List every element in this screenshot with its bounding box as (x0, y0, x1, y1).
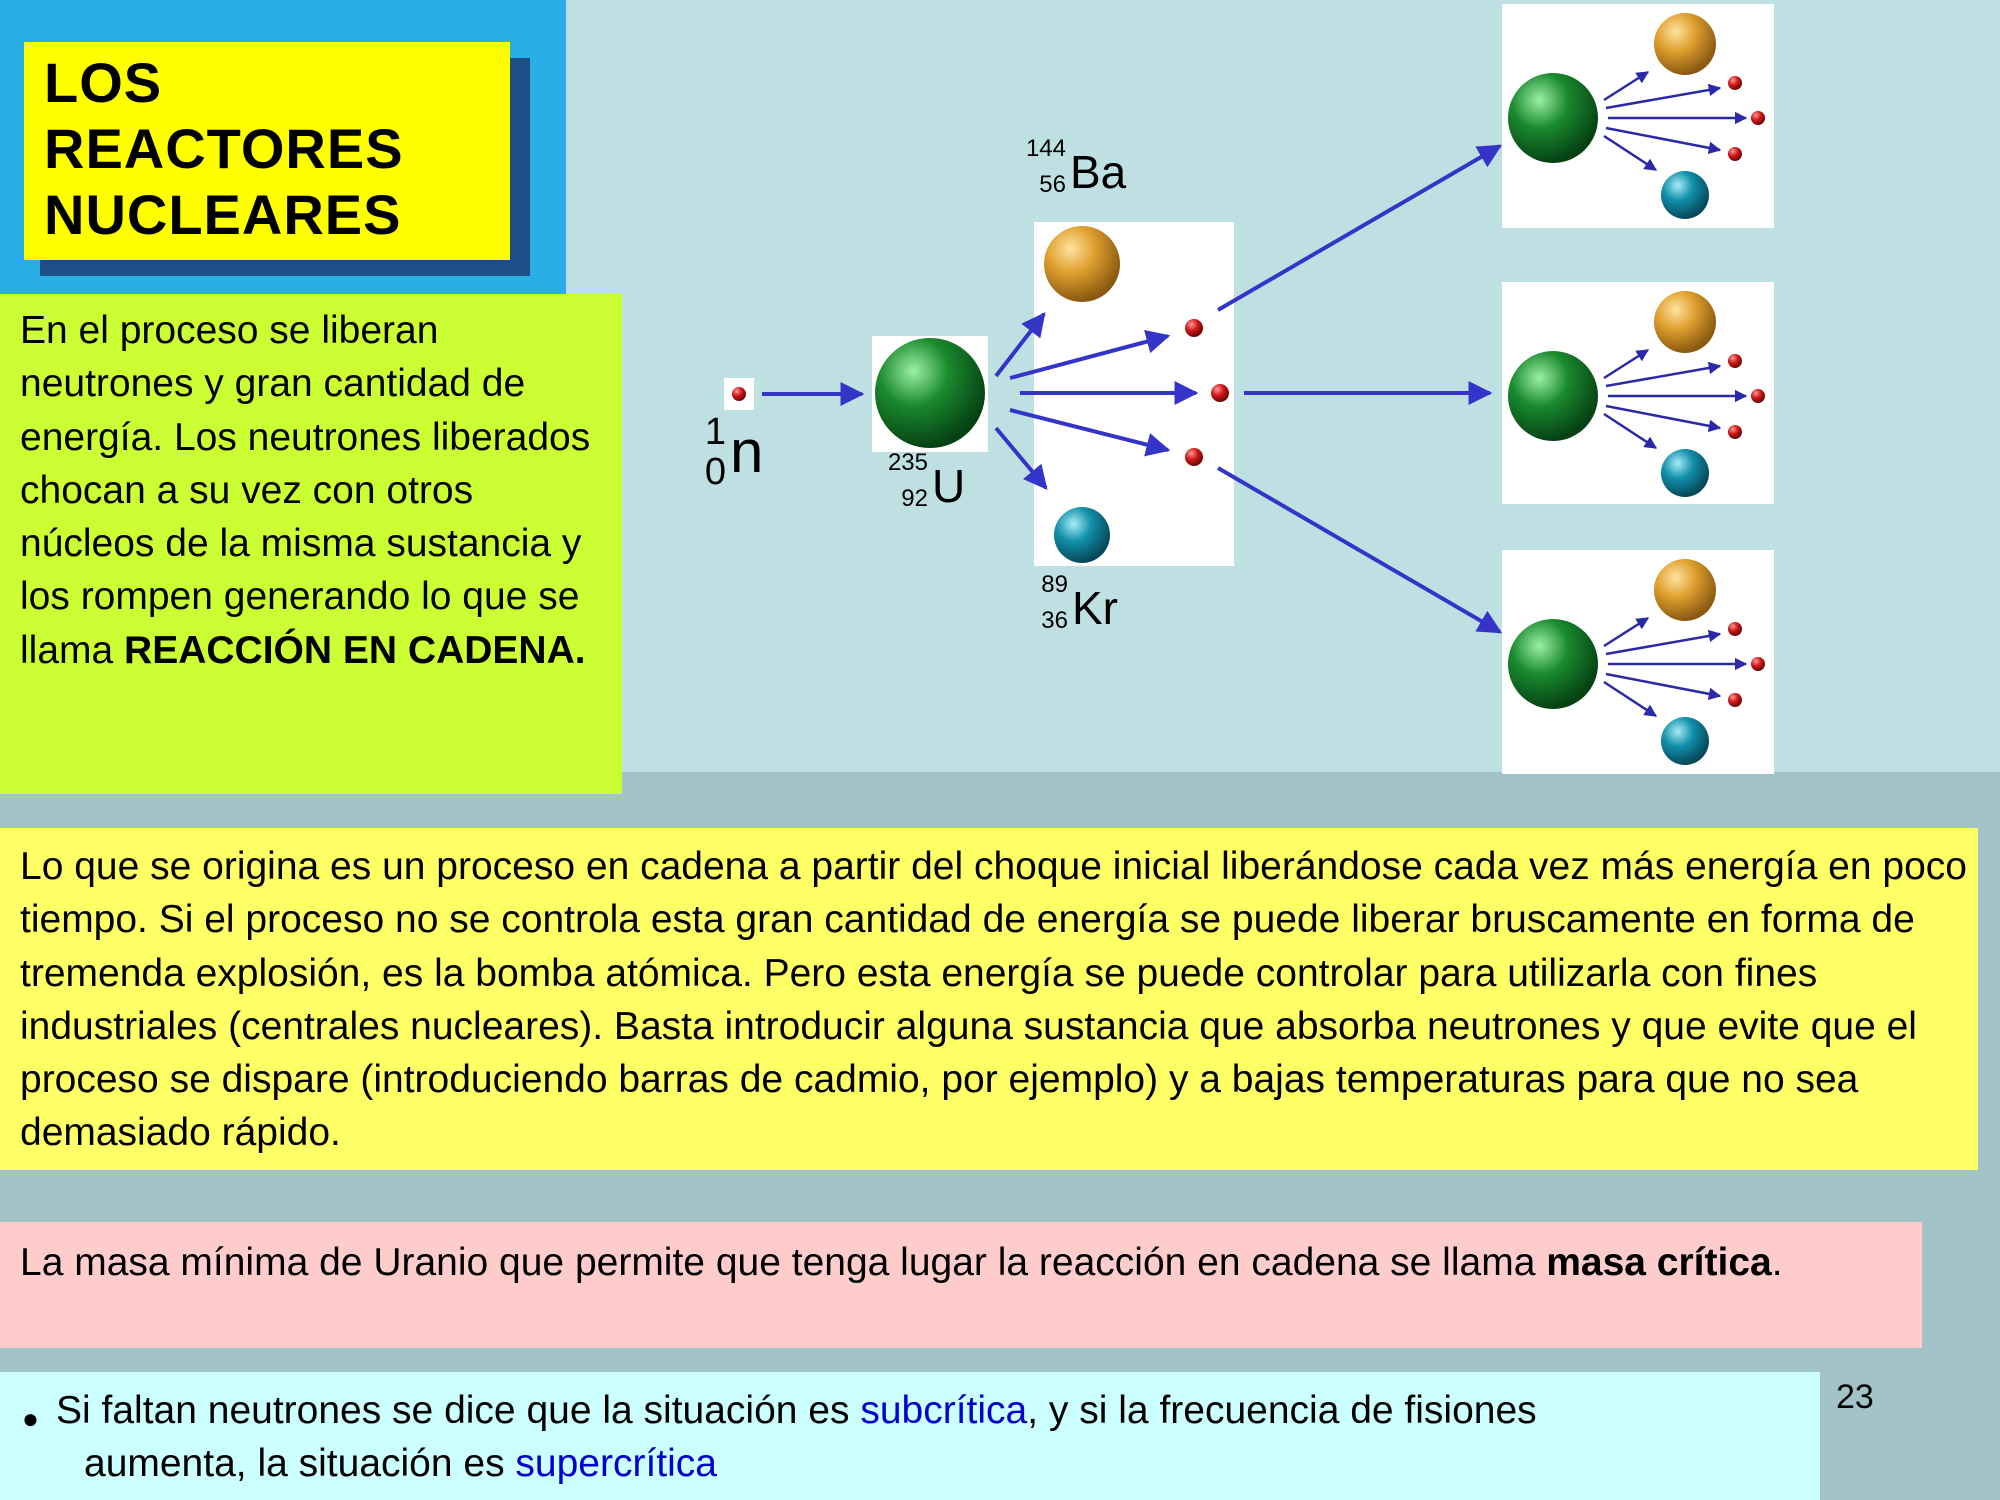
chain-bottom-arrow-ba (1603, 616, 1650, 648)
uranium-atomic-number: 92 (901, 485, 928, 512)
chain-top-arrow-n1 (1605, 83, 1722, 110)
chain-top-barium (1654, 13, 1716, 75)
chain-group-top (1508, 13, 1765, 219)
bullet-part-1: Si faltan neutrones se dice que la situa… (56, 1389, 861, 1432)
uranium-label: 235 92 U (882, 446, 992, 526)
barium-label: 144 56 Ba (1020, 132, 1150, 212)
chain-top-arrow-n3 (1605, 126, 1722, 155)
page-number: 23 (1836, 1378, 1874, 1416)
barium-mass-number: 144 (1025, 135, 1066, 162)
critical-mass-term: masa crítica (1546, 1241, 1772, 1284)
chain-middle-arrow-ba (1603, 348, 1650, 380)
chain-top-krypton (1661, 171, 1709, 219)
title-line-3: NUCLEARES (44, 183, 402, 246)
krypton-atomic-number: 36 (1041, 607, 1068, 634)
neutron-mass-number: 1 (704, 411, 726, 453)
chain-top-neutron-1 (1728, 76, 1742, 90)
chain-middle-arrow-kr (1603, 412, 1658, 450)
chain-bottom-krypton (1661, 717, 1709, 765)
critical-mass-box: La masa mínima de Uranio que permite que… (0, 1222, 1922, 1348)
chain-top-uranium (1508, 73, 1598, 163)
barium-nucleus (1044, 226, 1120, 302)
title-box: LOS REACTORES NUCLEARES (24, 42, 510, 260)
chain-reaction-text: Lo que se origina es un proceso en caden… (20, 845, 1967, 1155)
chain-middle-uranium (1508, 351, 1598, 441)
chain-top-neutron-3 (1728, 147, 1742, 161)
chain-bottom-neutron-2 (1751, 657, 1765, 671)
arrow-to-barium (994, 312, 1046, 378)
krypton-label: 89 36 Kr (1022, 568, 1152, 648)
chain-middle-arrow-n3 (1605, 404, 1722, 433)
released-neutron-1 (1185, 319, 1203, 337)
critical-mass-text: La masa mínima de Uranio que permite que… (20, 1236, 1910, 1289)
arrow-chain-top (1216, 144, 1503, 312)
critical-mass-body: La masa mínima de Uranio que permite que… (20, 1241, 1547, 1284)
bullet-text: Si faltan neutrones se dice que la situa… (56, 1384, 1796, 1490)
uranium-mass-number: 235 (887, 449, 928, 476)
chain-middle-barium (1654, 291, 1716, 353)
intro-body: En el proceso se liberan neutrones y gra… (20, 309, 591, 672)
chain-bottom-arrow-n3 (1605, 672, 1722, 701)
chain-bottom-barium (1654, 559, 1716, 621)
chain-group-middle (1508, 291, 1765, 497)
chain-middle-neutron-3 (1728, 425, 1742, 439)
chain-middle-arrow-n1 (1605, 361, 1722, 388)
bullet-part-2: , y si la frecuencia de fisiones (1027, 1389, 1537, 1432)
chain-reaction-box: Lo que se origina es un proceso en caden… (0, 828, 1978, 1170)
intro-text: En el proceso se liberan neutrones y gra… (20, 304, 616, 677)
intro-bold: REACCIÓN EN CADENA. (124, 628, 586, 672)
arrow-to-krypton (994, 426, 1048, 490)
slide-title: LOS REACTORES NUCLEARES (44, 50, 404, 248)
chain-top-neutron-2 (1751, 111, 1765, 125)
released-neutron-3 (1185, 448, 1203, 466)
chain-top-arrow-kr (1603, 134, 1658, 172)
subcritical-term: subcrítica (860, 1389, 1028, 1432)
uranium-symbol: U (932, 460, 966, 512)
uranium-nucleus (875, 338, 985, 448)
chain-group-bottom (1508, 559, 1765, 765)
bullet-dot-icon: ● (22, 1403, 39, 1434)
chain-bottom-arrow-kr (1603, 680, 1658, 718)
released-neutron-2 (1211, 384, 1229, 402)
title-line-1: LOS (44, 51, 163, 114)
barium-atomic-number: 56 (1039, 171, 1066, 198)
critical-mass-end: . (1771, 1241, 1783, 1284)
chain-bottom-neutron-3 (1728, 693, 1742, 707)
bullet-box: ● Si faltan neutrones se dice que la sit… (0, 1372, 1820, 1500)
chain-bottom-uranium (1508, 619, 1598, 709)
krypton-mass-number: 89 (1041, 571, 1068, 598)
chain-reaction-groups (1508, 13, 1765, 765)
chain-middle-neutron-1 (1728, 354, 1742, 368)
chain-bottom-neutron-1 (1728, 622, 1742, 636)
title-line-2: REACTORES (44, 117, 404, 180)
chain-top-arrow-ba (1603, 70, 1650, 102)
neutron-symbol: n (730, 418, 764, 485)
fission-diagram (732, 13, 1765, 765)
arrow-chain-bottom (1216, 466, 1503, 634)
chain-middle-krypton (1661, 449, 1709, 497)
krypton-symbol: Kr (1072, 582, 1118, 634)
chain-middle-neutron-2 (1751, 389, 1765, 403)
arrow-to-neutron-1 (1009, 329, 1171, 380)
barium-symbol: Ba (1070, 146, 1127, 198)
bullet-part-3: aumenta, la situación es (84, 1442, 516, 1485)
krypton-nucleus (1054, 507, 1110, 563)
neutron-label: 1 0 n (696, 406, 786, 491)
chain-bottom-arrow-n1 (1605, 629, 1722, 656)
intro-box: En el proceso se liberan neutrones y gra… (0, 294, 622, 794)
supercritical-term: supercrítica (515, 1442, 717, 1485)
incoming-neutron (732, 387, 746, 401)
arrow-to-neutron-3 (1009, 408, 1171, 457)
neutron-atomic-number: 0 (704, 451, 726, 493)
arrow-group (762, 144, 1503, 634)
